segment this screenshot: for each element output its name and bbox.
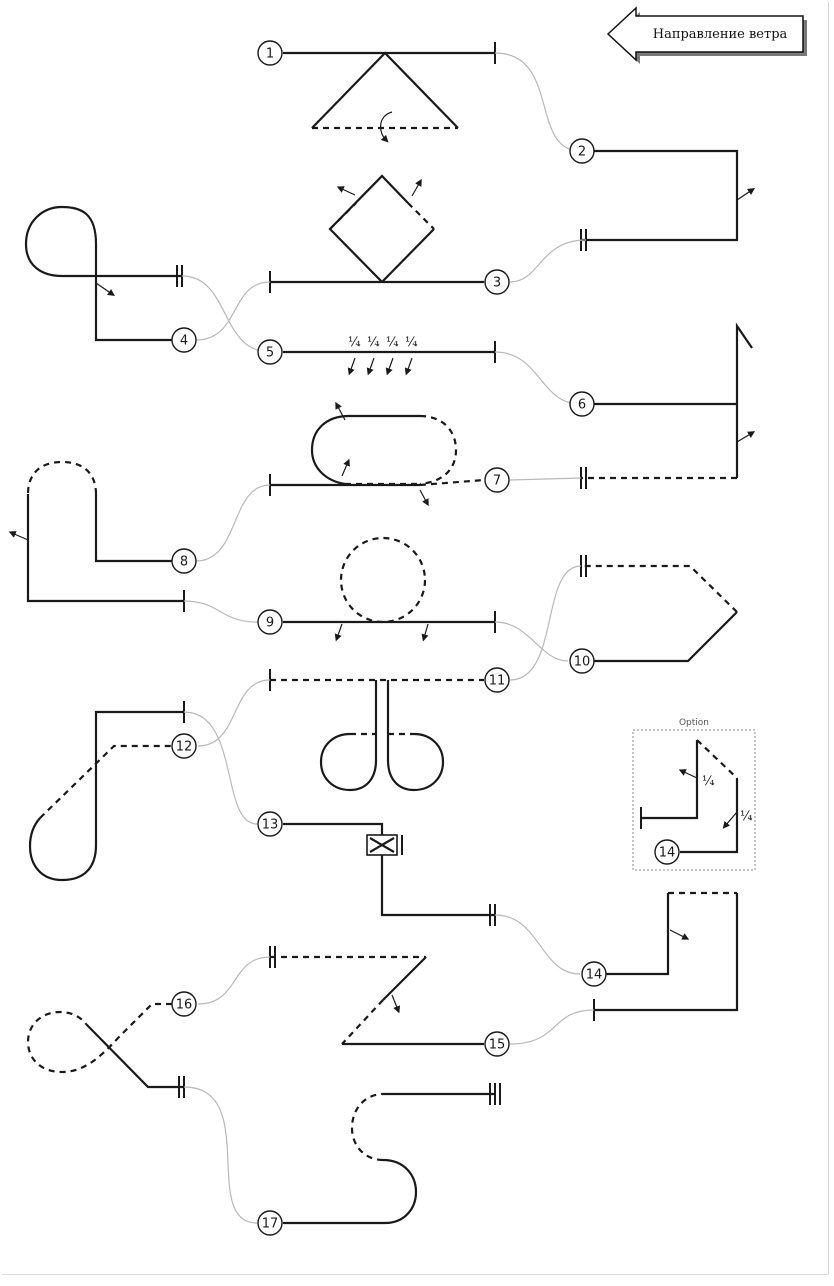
quarter-label-3: ¼ (386, 335, 399, 350)
step-marker-circle (171, 548, 197, 574)
step-marker-2: 2 (569, 138, 595, 164)
step-marker-3: 3 (484, 269, 510, 295)
step-marker-8: 8 (171, 548, 197, 574)
figure-14-corner (593, 891, 739, 1021)
step-marker-circle (257, 40, 283, 66)
step-number: 4 (180, 334, 188, 349)
option-quarter-a: ¼ (702, 774, 715, 789)
step-marker-circle (569, 138, 595, 164)
quarter-label-1: ¼ (348, 335, 361, 350)
step-number: 2 (578, 145, 586, 160)
step-marker-4: 4 (171, 327, 197, 353)
option-title: Option (679, 718, 709, 728)
step-marker-circle (581, 961, 607, 987)
step-number: 7 (493, 474, 501, 489)
step-marker-11: 11 (484, 667, 510, 693)
step-marker-10: 10 (569, 648, 595, 674)
step-marker-circle (257, 1210, 283, 1236)
step-marker-14: 14 (581, 961, 607, 987)
step-number: 1 (266, 47, 274, 62)
step-number: 3 (493, 276, 501, 291)
step-marker-circle (484, 467, 510, 493)
step-marker-16: 16 (171, 991, 197, 1017)
step-number: 9 (266, 616, 274, 631)
option-step-marker: 14 (654, 839, 680, 865)
step-number: 16 (176, 998, 193, 1013)
figure-11-double-loop (269, 669, 484, 792)
figure-17-hook (283, 1083, 501, 1225)
step-marker-circle (171, 327, 197, 353)
option-box: Option ¼ ¼ 14 (632, 718, 756, 871)
wind-direction-label: Направление ветра (653, 27, 788, 42)
figure-15-z (269, 946, 484, 1046)
step-marker-13: 13 (257, 811, 283, 837)
step-number: 11 (489, 674, 506, 689)
step-marker-circle (257, 811, 283, 837)
step-marker-circle (484, 269, 510, 295)
quarter-label-4: ¼ (405, 335, 418, 350)
step-number: 17 (262, 1217, 279, 1232)
connector-curves (181, 52, 595, 1224)
step-marker-circle (171, 991, 197, 1017)
option-quarter-b: ¼ (740, 809, 753, 824)
step-number: 5 (266, 346, 274, 361)
step-number: 14 (586, 968, 603, 983)
step-number: 6 (578, 398, 586, 413)
step-marker-circle (484, 667, 510, 693)
step-marker-circle (171, 733, 197, 759)
step-marker-12: 12 (171, 733, 197, 759)
step-number: 15 (489, 1038, 506, 1053)
step-marker-circle (484, 1031, 510, 1057)
wind-direction-arrow: Направление ветра (606, 6, 807, 64)
step-number: 13 (262, 818, 279, 833)
quarter-label-2: ¼ (367, 335, 380, 350)
figure-16-teardrop (26, 1002, 185, 1098)
step-marker-7: 7 (484, 467, 510, 493)
step-marker-circle (569, 391, 595, 417)
step-number: 10 (574, 655, 591, 670)
step-number: 12 (176, 740, 193, 755)
step-marker-6: 6 (569, 391, 595, 417)
step-marker-circle (257, 609, 283, 635)
step-marker-5: 5 (257, 339, 283, 365)
step-number: 8 (180, 555, 188, 570)
step-marker-1: 1 (257, 40, 283, 66)
step-marker-9: 9 (257, 609, 283, 635)
step-marker-15: 15 (484, 1031, 510, 1057)
step-marker-17: 17 (257, 1210, 283, 1236)
figure-6-hook (580, 322, 756, 489)
option-step-number: 14 (659, 846, 676, 861)
step-marker-circle (569, 648, 595, 674)
step-marker-circle (257, 339, 283, 365)
